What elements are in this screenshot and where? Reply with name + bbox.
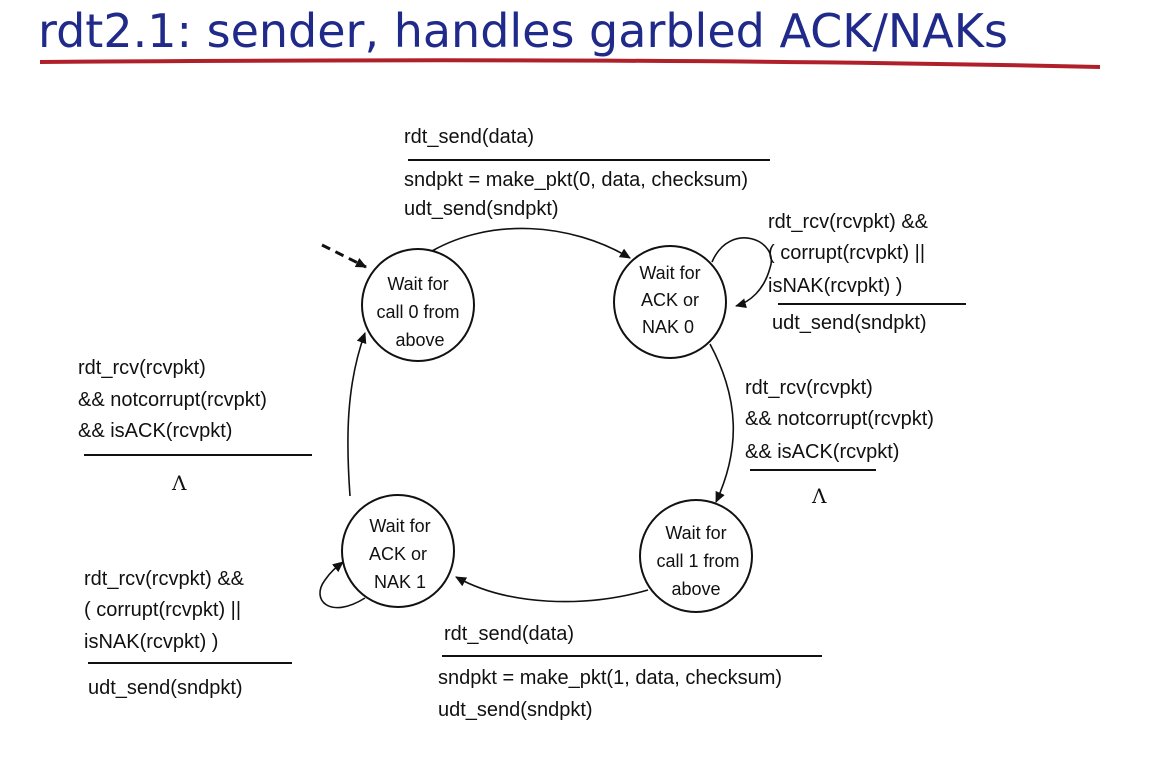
svg-text:udt_send(sndpkt): udt_send(sndpkt) xyxy=(88,677,243,699)
svg-text:rdt_rcv(rcvpkt) &&: rdt_rcv(rcvpkt) && xyxy=(768,211,929,233)
label-1-to-2: rdt_rcv(rcvpkt) && notcorrupt(rcvpkt) &&… xyxy=(745,377,934,508)
arrow-1-to-2 xyxy=(709,343,735,503)
svg-text:udt_send(sndpkt): udt_send(sndpkt) xyxy=(772,312,927,334)
label-3-to-0: rdt_rcv(rcvpkt) && notcorrupt(rcvpkt) &&… xyxy=(78,357,312,495)
arrow-3-self-loop xyxy=(319,561,366,609)
svg-text:sndpkt = make_pkt(1, data, che: sndpkt = make_pkt(1, data, checksum) xyxy=(438,667,782,689)
svg-text:&& notcorrupt(rcvpkt): && notcorrupt(rcvpkt) xyxy=(78,389,267,411)
label-0-to-1: rdt_send(data) sndpkt = make_pkt(0, data… xyxy=(404,126,770,220)
svg-text:&& isACK(rcvpkt): && isACK(rcvpkt) xyxy=(745,441,899,463)
arrow-1-self-loop xyxy=(711,237,773,309)
initial-arrow xyxy=(321,243,367,269)
svg-text:rdt_send(data): rdt_send(data) xyxy=(444,623,574,645)
label-2-to-3: rdt_send(data) sndpkt = make_pkt(1, data… xyxy=(438,623,822,721)
svg-text:isNAK(rcvpkt) ): isNAK(rcvpkt) ) xyxy=(84,631,218,653)
svg-text:rdt_send(data): rdt_send(data) xyxy=(404,126,534,148)
svg-text:Λ: Λ xyxy=(171,471,187,495)
svg-text:rdt_rcv(rcvpkt) &&: rdt_rcv(rcvpkt) && xyxy=(84,568,245,590)
label-1-self-loop: rdt_rcv(rcvpkt) && ( corrupt(rcvpkt) || … xyxy=(768,211,966,334)
svg-text:( corrupt(rcvpkt) ||: ( corrupt(rcvpkt) || xyxy=(84,599,241,621)
arrow-0-to-1 xyxy=(431,227,631,259)
svg-text:udt_send(sndpkt): udt_send(sndpkt) xyxy=(404,198,559,220)
svg-text:( corrupt(rcvpkt) ||: ( corrupt(rcvpkt) || xyxy=(768,242,925,264)
slide-title: rdt2.1: sender, handles garbled ACK/NAKs xyxy=(38,4,1008,58)
label-3-self-loop: rdt_rcv(rcvpkt) && ( corrupt(rcvpkt) || … xyxy=(84,568,292,699)
arrow-2-to-3 xyxy=(455,576,649,603)
svg-text:rdt_rcv(rcvpkt): rdt_rcv(rcvpkt) xyxy=(78,357,206,379)
svg-text:&& isACK(rcvpkt): && isACK(rcvpkt) xyxy=(78,420,232,442)
svg-text:rdt_rcv(rcvpkt): rdt_rcv(rcvpkt) xyxy=(745,377,873,399)
svg-text:udt_send(sndpkt): udt_send(sndpkt) xyxy=(438,699,593,721)
svg-text:&& notcorrupt(rcvpkt): && notcorrupt(rcvpkt) xyxy=(745,408,934,430)
svg-text:Λ: Λ xyxy=(811,484,827,508)
svg-text:sndpkt = make_pkt(0, data, che: sndpkt = make_pkt(0, data, checksum) xyxy=(404,169,748,191)
svg-text:isNAK(rcvpkt) ): isNAK(rcvpkt) ) xyxy=(768,275,902,297)
title-underline xyxy=(39,58,1101,69)
arrow-3-to-0 xyxy=(347,332,367,497)
